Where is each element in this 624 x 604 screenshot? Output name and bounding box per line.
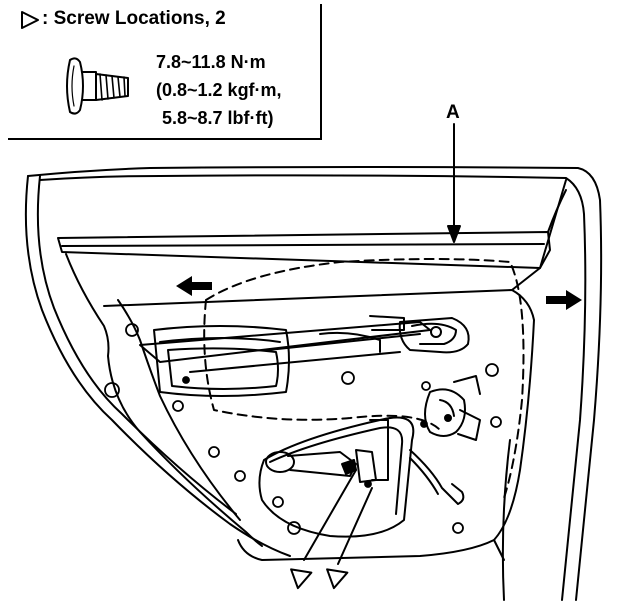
legend-title-text: : Screw Locations, 2 <box>42 8 226 29</box>
hollow-triangle-icon <box>326 568 349 590</box>
window-regulator <box>139 321 431 397</box>
belt-molding <box>57 179 567 269</box>
inner-handle <box>319 315 470 354</box>
forward-arrow-icon <box>176 276 212 296</box>
inner-door-panel <box>65 253 541 561</box>
screw-leader-lines <box>303 469 373 565</box>
legend-box <box>8 4 322 140</box>
weatherstrip-dashed-line <box>203 258 525 499</box>
legend-title: : Screw Locations, 2 <box>20 8 226 30</box>
torque-lbf: 5.8~8.7 lbf·ft) <box>162 108 274 128</box>
callout-a-leader <box>447 123 461 243</box>
torque-nm: 7.8~11.8 N·m <box>156 52 266 72</box>
regulator-access-hole <box>258 416 415 538</box>
torque-spec: 7.8~11.8 N·m (0.8~1.2 kgf·m, 5.8~8.7 lbf… <box>156 48 282 132</box>
door-outer-panel <box>24 166 603 601</box>
torque-kgf: (0.8~1.2 kgf·m, <box>156 80 282 100</box>
door-latch <box>424 375 481 441</box>
forward-arrow-icon <box>546 290 582 310</box>
hollow-triangle-icon <box>21 11 39 29</box>
panel-mounting-holes <box>104 323 502 535</box>
callout-label-a: A <box>446 102 460 123</box>
wire-harness <box>409 449 465 505</box>
flange-screw-icon <box>66 57 129 115</box>
hollow-triangle-icon <box>290 568 313 590</box>
